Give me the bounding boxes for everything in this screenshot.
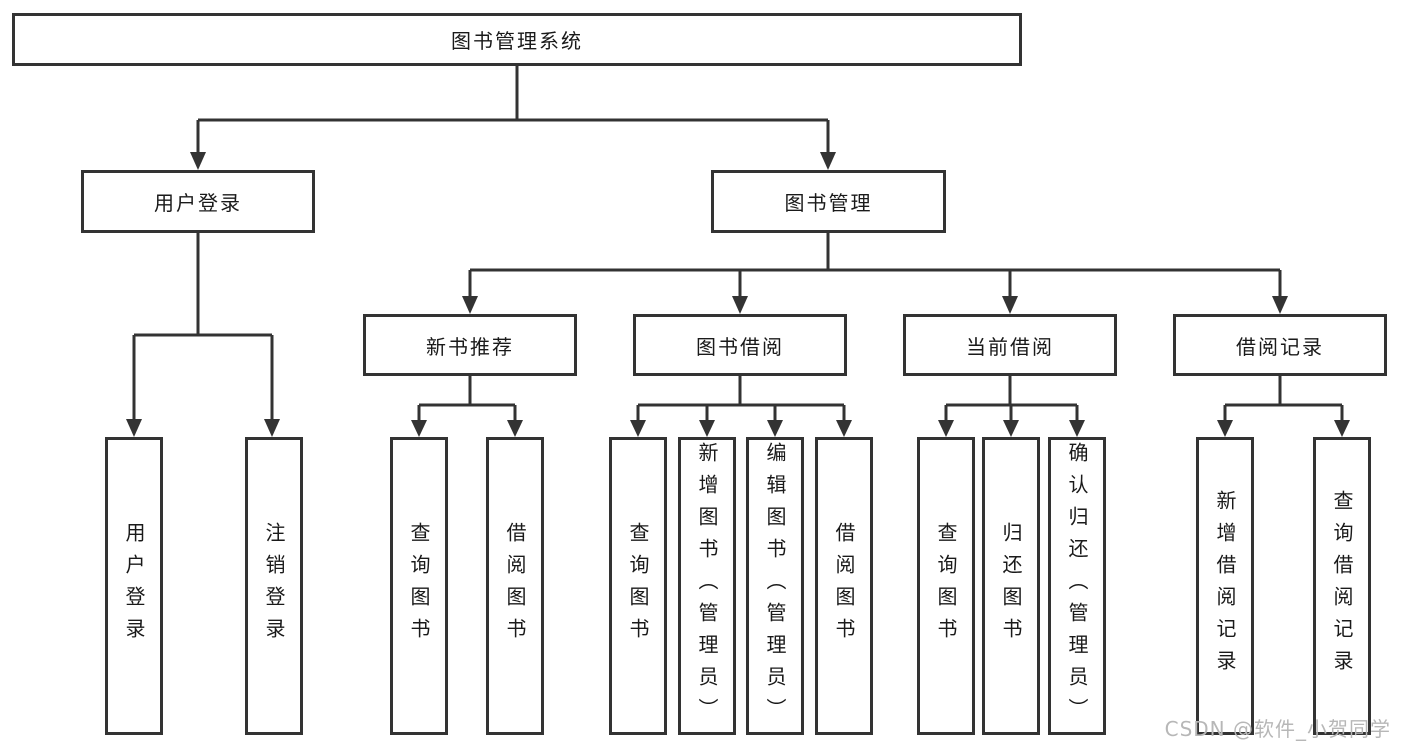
leaf-borrow-books-label: 借阅图书 xyxy=(832,522,856,650)
leaf-borrow-books-recommend-label: 借阅图书 xyxy=(503,522,527,650)
leaf-query-books-borrow: 查询图书 xyxy=(609,437,667,735)
node-root: 图书管理系统 xyxy=(12,13,1022,66)
leaf-query-borrow-record-label: 查询借阅记录 xyxy=(1330,490,1354,682)
node-new-book-recommend: 新书推荐 xyxy=(363,314,577,376)
leaf-return-books-label: 归还图书 xyxy=(999,522,1023,650)
leaf-query-books-current-label: 查询图书 xyxy=(934,522,958,650)
leaf-return-books: 归还图书 xyxy=(982,437,1040,735)
leaf-query-books-recommend: 查询图书 xyxy=(390,437,448,735)
watermark: CSDN @软件_小贺同学 xyxy=(1164,717,1391,741)
leaf-borrow-books: 借阅图书 xyxy=(815,437,873,735)
leaf-query-books-borrow-label: 查询图书 xyxy=(626,522,650,650)
leaf-add-borrow-record-label: 新增借阅记录 xyxy=(1213,490,1237,682)
node-root-label: 图书管理系统 xyxy=(451,29,583,53)
leaf-logout: 注销登录 xyxy=(245,437,303,735)
node-new-book-recommend-label: 新书推荐 xyxy=(426,334,514,359)
node-borrow-records-label: 借阅记录 xyxy=(1236,334,1324,359)
leaf-query-borrow-record: 查询借阅记录 xyxy=(1313,437,1371,735)
node-current-borrow: 当前借阅 xyxy=(903,314,1117,376)
leaf-edit-books-admin-label: 编辑图书（管理员） xyxy=(763,442,787,730)
node-current-borrow-label: 当前借阅 xyxy=(966,334,1054,359)
node-user-login-label: 用户登录 xyxy=(154,191,242,215)
leaf-add-books-admin-label: 新增图书（管理员） xyxy=(695,442,719,730)
node-book-borrow-label: 图书借阅 xyxy=(696,334,784,359)
leaf-logout-label: 注销登录 xyxy=(262,522,286,650)
node-borrow-records: 借阅记录 xyxy=(1173,314,1387,376)
leaf-edit-books-admin: 编辑图书（管理员） xyxy=(746,437,804,735)
leaf-confirm-return-admin-label: 确认归还（管理员） xyxy=(1065,442,1089,730)
node-book-borrow: 图书借阅 xyxy=(633,314,847,376)
node-book-management-label: 图书管理 xyxy=(784,191,873,215)
node-user-login: 用户登录 xyxy=(81,170,315,233)
leaf-user-login-label: 用户登录 xyxy=(122,522,146,650)
leaf-add-borrow-record: 新增借阅记录 xyxy=(1196,437,1254,735)
leaf-query-books-current: 查询图书 xyxy=(917,437,975,735)
leaf-query-books-recommend-label: 查询图书 xyxy=(407,522,431,650)
leaf-borrow-books-recommend: 借阅图书 xyxy=(486,437,544,735)
node-book-management: 图书管理 xyxy=(711,170,946,233)
leaf-add-books-admin: 新增图书（管理员） xyxy=(678,437,736,735)
leaf-confirm-return-admin: 确认归还（管理员） xyxy=(1048,437,1106,735)
leaf-user-login: 用户登录 xyxy=(105,437,163,735)
